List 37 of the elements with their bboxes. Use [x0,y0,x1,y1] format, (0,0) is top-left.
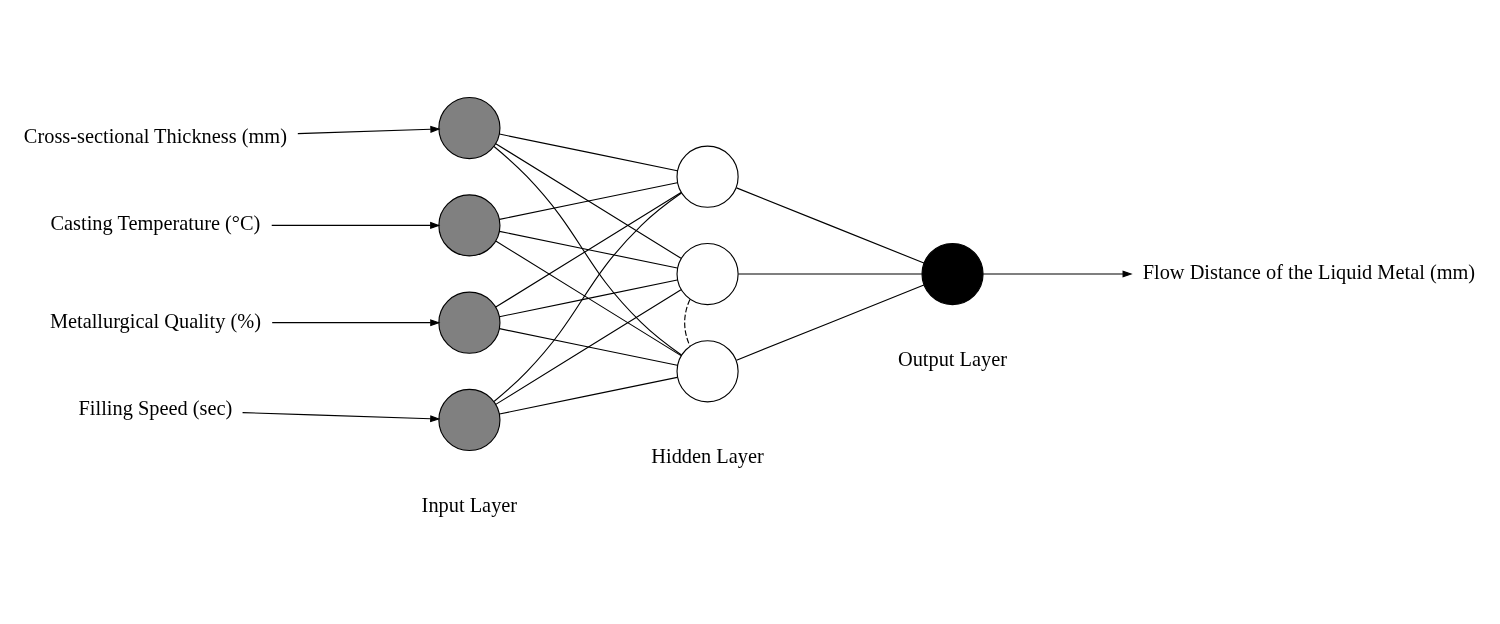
connector [495,142,682,259]
label: Output Layer [897,347,1008,370]
node-text: Filling Speed (sec) [78,396,233,419]
node-circle [676,145,739,208]
node-circle [921,242,984,305]
label: Hidden Layer [651,444,764,467]
node-circle [676,242,739,305]
node-text: Metallurgical Quality (%) [49,309,261,332]
connector [736,284,925,361]
connector [495,191,682,308]
node-circle [676,339,739,402]
arrow [271,318,441,326]
connector [498,132,678,171]
node-circle [438,388,501,451]
connector [498,376,678,415]
label: Input Layer [421,493,518,516]
connector [737,272,923,275]
connector [493,145,682,356]
connector [736,186,925,264]
connector [498,327,678,366]
node-circle [438,96,501,159]
node-text: Cross-sectional Thickness (mm) [23,124,287,147]
arrow [297,125,441,134]
node-text: Flow Distance of the Liquid Metal (mm) [1142,260,1476,283]
node-text: Casting Temperature (°C) [50,211,261,234]
node-circle [438,193,501,256]
arrow [242,411,441,422]
connector [495,288,682,405]
connector [498,181,678,220]
node-circle [438,291,501,354]
connector [493,192,682,402]
connector [684,298,691,347]
arrow [982,269,1133,278]
connector [498,279,678,317]
connector [498,230,678,269]
arrow [271,221,441,229]
connector [495,239,682,356]
